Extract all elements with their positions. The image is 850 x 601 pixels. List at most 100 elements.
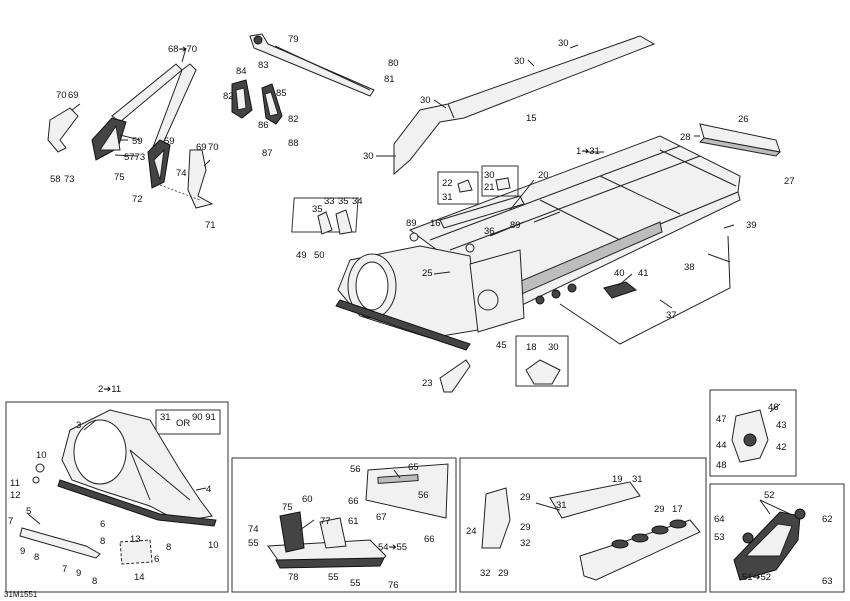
callout: 56 bbox=[350, 464, 361, 475]
callout: 50 bbox=[314, 250, 325, 261]
callout: 30 bbox=[514, 56, 525, 67]
heat-exchanger-assembly bbox=[481, 481, 701, 581]
callout: 46 bbox=[768, 402, 779, 413]
callout: 30 bbox=[420, 95, 431, 106]
idler-mount-assembly bbox=[731, 409, 769, 463]
drawing-code: 31M1551 bbox=[4, 590, 38, 599]
callout: 34 bbox=[352, 196, 363, 207]
front-bumper-bracket bbox=[439, 359, 471, 393]
callout: 17 bbox=[672, 504, 683, 515]
callout: 4 bbox=[206, 484, 211, 495]
callout: 79 bbox=[288, 34, 299, 45]
callout: 12 bbox=[10, 490, 21, 501]
callout: 29 bbox=[654, 504, 665, 515]
callout: 2➔11 bbox=[98, 384, 121, 395]
callout: 11 bbox=[10, 478, 20, 489]
callout: 37 bbox=[666, 310, 677, 321]
part-group-21-22 bbox=[437, 165, 519, 205]
callout: 26 bbox=[738, 114, 749, 125]
callout: 59 bbox=[164, 136, 175, 147]
bumper-panel-box bbox=[231, 457, 457, 593]
callout: 16 bbox=[430, 218, 441, 229]
callout: 66 bbox=[348, 496, 359, 507]
callout: 81 bbox=[384, 74, 395, 85]
callout: 27 bbox=[784, 176, 795, 187]
callout: 21 bbox=[484, 182, 495, 193]
callout: 29 bbox=[520, 492, 531, 503]
callout: 78 bbox=[288, 572, 299, 583]
callout: 5773 bbox=[124, 152, 145, 163]
callout: 31 bbox=[442, 192, 453, 203]
callout: 45 bbox=[496, 340, 507, 351]
callout: 43 bbox=[776, 420, 787, 431]
tunnel-support-tube bbox=[559, 235, 731, 345]
callout: 28 bbox=[680, 132, 691, 143]
callout: 29 bbox=[498, 568, 509, 579]
callout: 6 bbox=[154, 554, 159, 565]
rear-cross-bracket bbox=[698, 123, 782, 157]
callout: 65 bbox=[408, 462, 419, 473]
callout: 44 bbox=[716, 440, 727, 451]
callout: 59 bbox=[132, 136, 143, 147]
callout: 80 bbox=[388, 58, 399, 69]
callout: 33 bbox=[324, 196, 335, 207]
callout: 8 bbox=[34, 552, 39, 563]
callout: 82 bbox=[223, 91, 234, 102]
callout: 7 bbox=[8, 516, 13, 527]
main-tunnel-frame bbox=[335, 135, 741, 351]
callout: 35 bbox=[312, 204, 323, 215]
callout: 74 bbox=[176, 168, 187, 179]
callout: 6 bbox=[100, 519, 105, 530]
callout: 8 bbox=[92, 576, 97, 587]
callout: 55 bbox=[328, 572, 339, 583]
callout: 70 bbox=[208, 142, 219, 153]
callout: 9 bbox=[20, 546, 25, 557]
callout: 64 bbox=[714, 514, 725, 525]
callout: 25 bbox=[422, 268, 433, 279]
callout: 83 bbox=[258, 60, 269, 71]
callout: 31 bbox=[556, 500, 567, 511]
callout: 5 bbox=[26, 506, 31, 517]
callout: 76 bbox=[388, 580, 399, 591]
callout: 75 bbox=[282, 502, 293, 513]
callout: 70 bbox=[56, 90, 67, 101]
callout: 89 bbox=[406, 218, 417, 229]
callout: OR bbox=[176, 418, 190, 429]
rear-axle-bracket-box bbox=[709, 483, 845, 593]
callout: 47 bbox=[716, 414, 727, 425]
callout: 72 bbox=[132, 194, 143, 205]
callout: 82 bbox=[288, 114, 299, 125]
callout: 31 bbox=[632, 474, 643, 485]
callout: 35 bbox=[338, 196, 349, 207]
callout: 1➔31 bbox=[576, 146, 600, 157]
callout: 22 bbox=[442, 178, 453, 189]
callout: 36 bbox=[484, 226, 495, 237]
callout: 32 bbox=[520, 538, 531, 549]
callout: 38 bbox=[684, 262, 695, 273]
heat-exchanger-panel-box bbox=[459, 457, 707, 593]
part-group-18-30 bbox=[515, 335, 569, 387]
callout: 63 bbox=[822, 576, 833, 587]
callout: 58 bbox=[50, 174, 61, 185]
callout: 41 bbox=[638, 268, 649, 279]
callout: 69 bbox=[196, 142, 207, 153]
callout: 18 bbox=[526, 342, 537, 353]
front-bulkhead-assembly bbox=[19, 409, 217, 565]
callout: 40 bbox=[614, 268, 625, 279]
callout: 71 bbox=[205, 220, 216, 231]
callout: 66 bbox=[424, 534, 435, 545]
front-bulkhead-panel-box bbox=[5, 401, 229, 593]
callout: 87 bbox=[262, 148, 273, 159]
bumper-and-skid-assembly bbox=[267, 463, 449, 569]
callout: 14 bbox=[134, 572, 145, 583]
steering-arm-parts bbox=[231, 79, 283, 125]
rear-axle-bracket-assembly bbox=[733, 508, 806, 581]
callout: 23 bbox=[422, 378, 433, 389]
callout: 39 bbox=[746, 220, 757, 231]
callout: 62 bbox=[822, 514, 833, 525]
callout: 68➔70 bbox=[168, 44, 197, 55]
callout: 31 bbox=[160, 412, 171, 423]
callout: 20 bbox=[538, 170, 549, 181]
